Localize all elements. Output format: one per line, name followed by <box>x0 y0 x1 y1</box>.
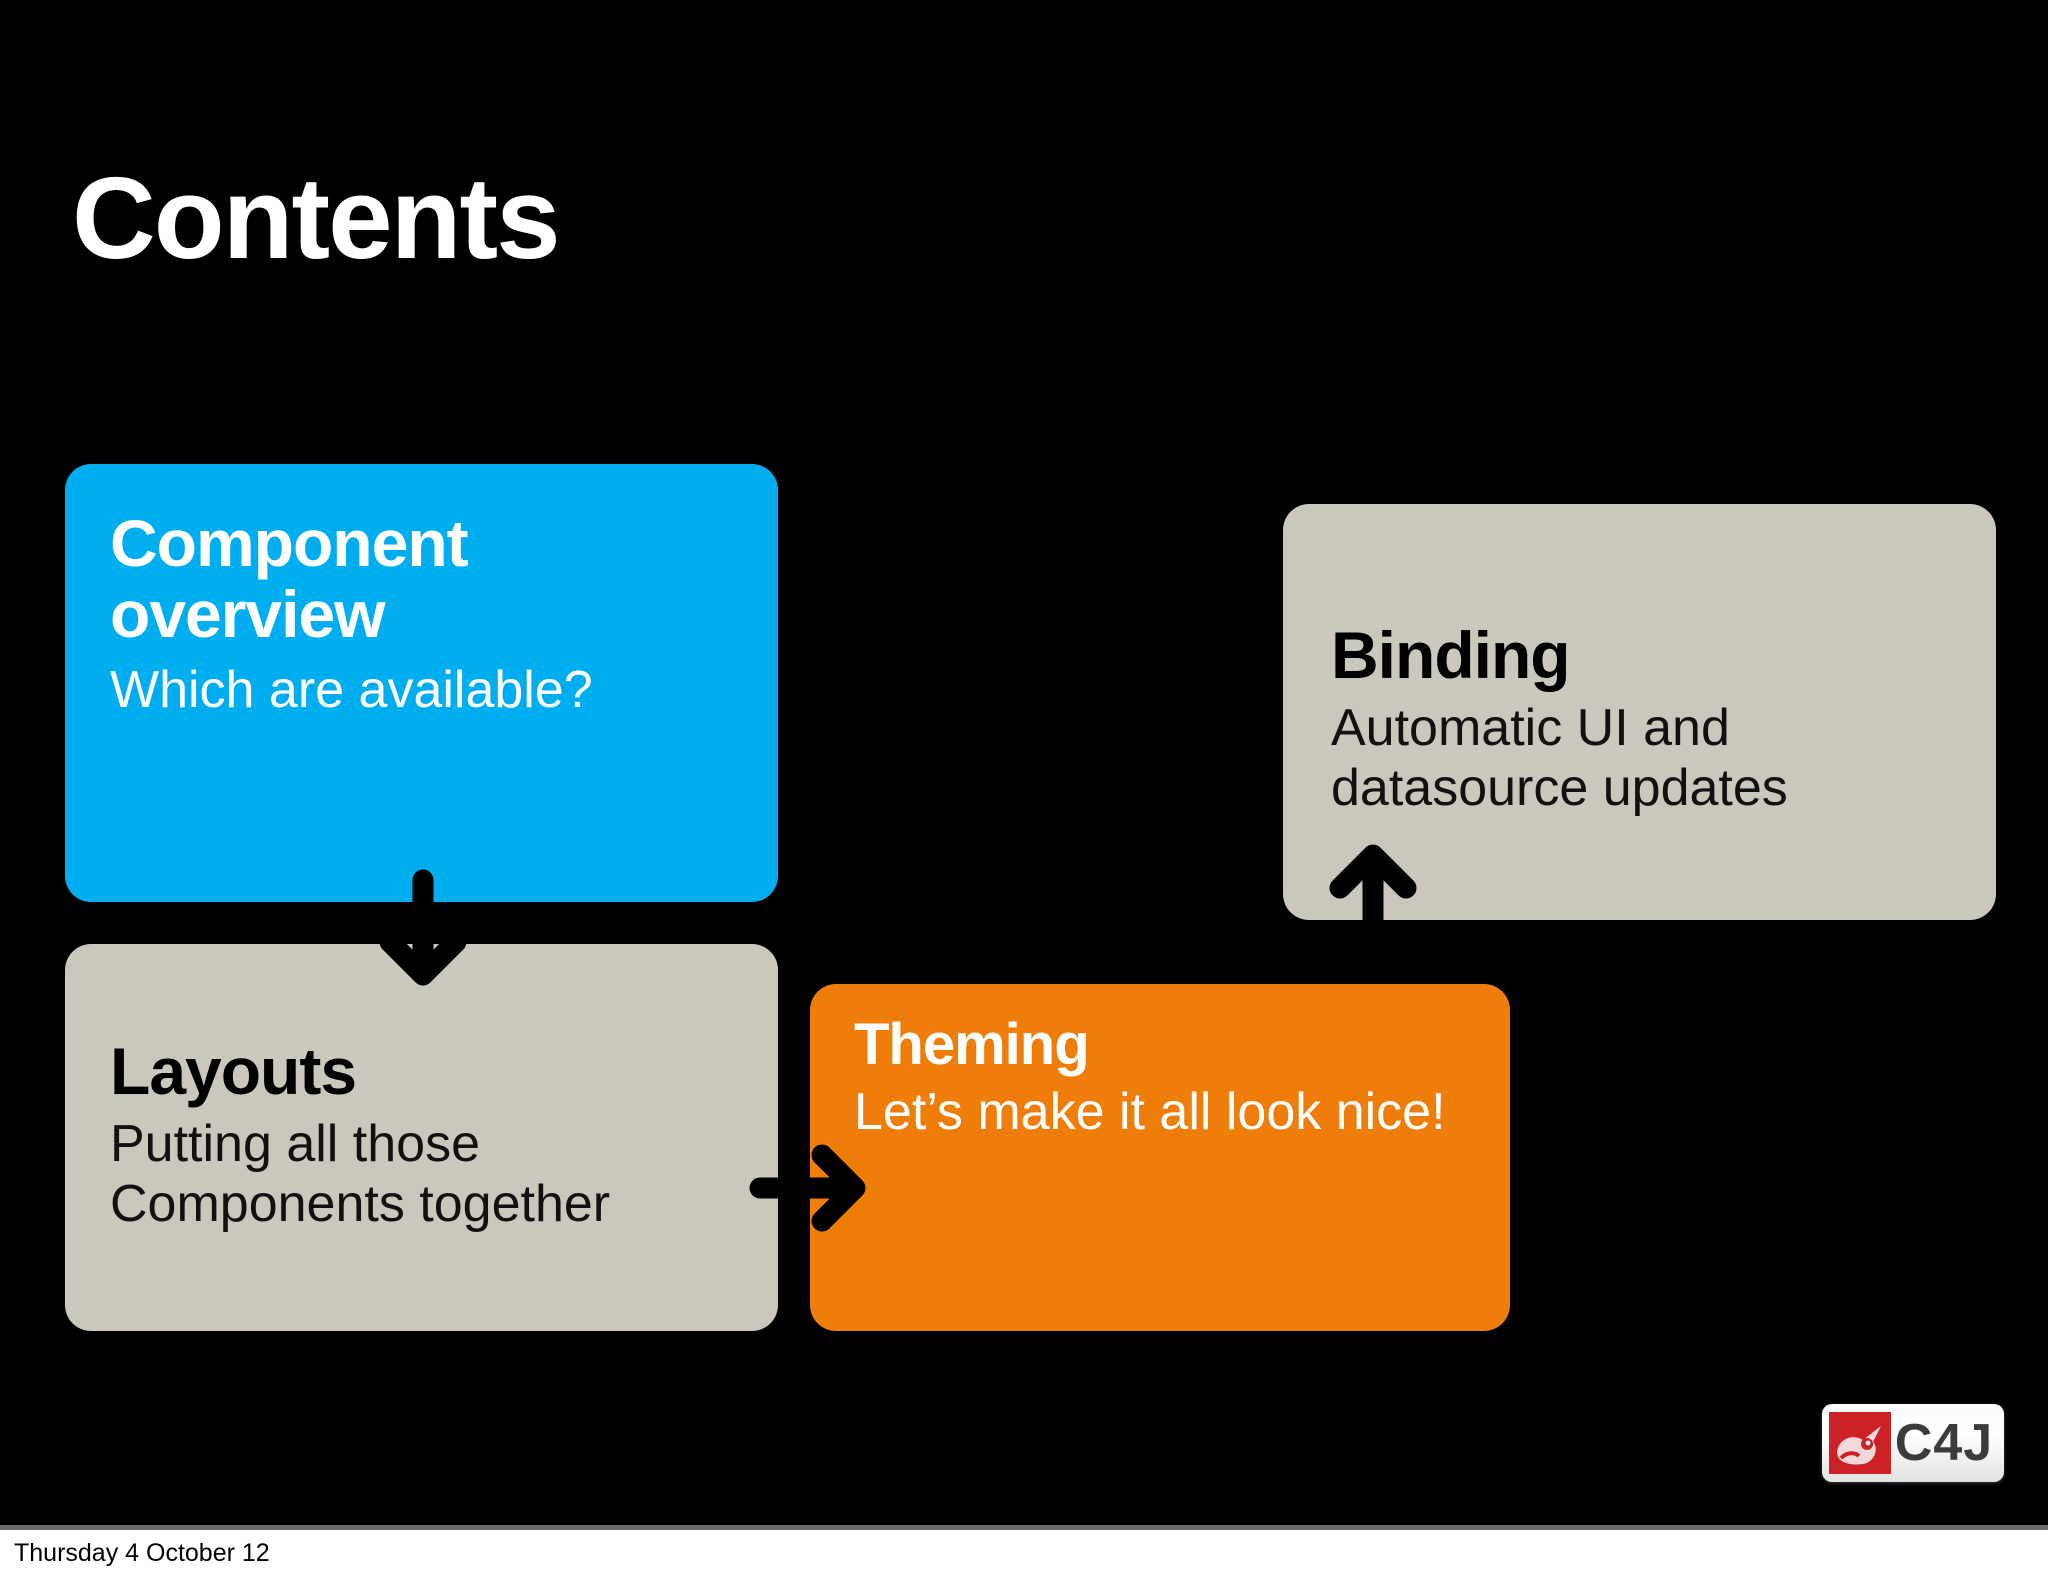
card-layouts-heading: Layouts <box>110 1034 357 1108</box>
card-theming-content: Theming Let’s make it all look nice! <box>854 1012 1486 1142</box>
slide-footer: Thursday 4 October 12 <box>0 1530 2048 1576</box>
page-title: Contents <box>72 153 561 283</box>
card-component-overview-subtitle: Which are available? <box>110 660 593 719</box>
card-theming-heading: Theming <box>854 1012 1090 1077</box>
card-component-overview[interactable]: Component overview Which are available? <box>65 464 778 902</box>
card-theming[interactable]: Theming Let’s make it all look nice! <box>810 984 1510 1331</box>
card-layouts-subtitle: Putting all those Components together <box>110 1115 611 1234</box>
brand-logo: C4J <box>1822 1404 2004 1482</box>
arrow-down-icon <box>379 869 467 986</box>
card-theming-subtitle: Let’s make it all look nice! <box>854 1082 1446 1141</box>
brand-logo-text: C4J <box>1894 1414 1994 1472</box>
arrow-up-icon <box>1329 844 1417 961</box>
card-binding-content: Binding Automatic UI and datasource upda… <box>1331 618 1972 819</box>
card-component-overview-heading: Component overview <box>110 506 469 652</box>
card-binding-heading: Binding <box>1331 618 1571 692</box>
card-layouts-content: Layouts Putting all those Components tog… <box>110 1034 754 1235</box>
c4j-mascot-icon <box>1829 1412 1891 1474</box>
slide-canvas: Contents Component overview Which are av… <box>0 0 2048 1530</box>
card-layouts[interactable]: Layouts Putting all those Components tog… <box>65 944 778 1331</box>
footer-date: Thursday 4 October 12 <box>14 1539 270 1567</box>
card-binding-subtitle: Automatic UI and datasource updates <box>1331 699 1788 818</box>
card-binding[interactable]: Binding Automatic UI and datasource upda… <box>1283 504 1996 920</box>
arrow-right-icon <box>749 1144 866 1232</box>
card-component-overview-content: Component overview Which are available? <box>110 506 754 720</box>
